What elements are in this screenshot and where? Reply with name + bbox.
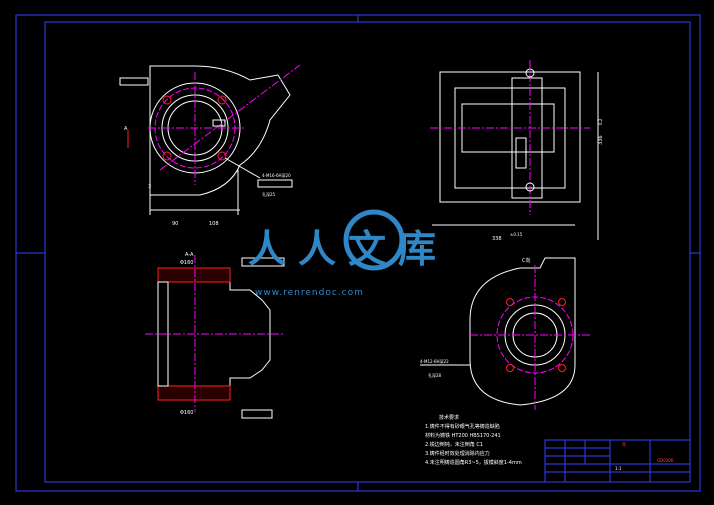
watermark-url: www.renrendoc.com — [255, 288, 364, 298]
tech-note-5: 4.未注明铸造圆角R3~5，拔模斜度1-4mm — [425, 460, 522, 466]
section-label: A-A — [185, 252, 194, 258]
view-tl-dim-left: 90 — [172, 221, 178, 227]
watermark-swirl-icon — [343, 209, 405, 271]
tech-note-1: 1.铸件不得有砂眼气孔等铸造缺陷 — [425, 424, 500, 430]
view-br-label: C向 — [522, 257, 531, 264]
title-block — [544, 439, 691, 483]
view-br-leader-note: 4-M12-6H深22 — [420, 358, 449, 364]
view-tl-depth-note: 孔深25 — [262, 191, 276, 197]
view-tl-leader-note: 4-M16-6H深20 — [262, 172, 291, 178]
inner-frame — [44, 21, 691, 483]
section-dim-top: Φ160 — [180, 260, 193, 266]
view-tr-dim-right: 336 — [598, 135, 604, 145]
tech-note-3: 2.锐边倒钝，未注倒角 C1 — [425, 442, 484, 448]
view-tl-dim-height: 3 — [148, 184, 151, 190]
view-bottom-right — [420, 257, 590, 410]
watermark-logo — [343, 209, 405, 271]
view-br-depth-note: 孔深28 — [428, 372, 442, 378]
section-marker: A — [124, 126, 128, 132]
view-tr-dim-bottom: 338 — [492, 236, 502, 242]
title-block-part-name: 壳 — [622, 442, 626, 447]
view-tr-dim-tol: ±0.15 — [510, 232, 523, 237]
watermark-brand: 人人文库 — [248, 226, 449, 271]
section-dim-bottom: Φ160 — [180, 410, 193, 416]
title-block-drawing-no: GD0306 — [657, 458, 674, 463]
view-section-aa — [145, 255, 285, 419]
view-top-left — [119, 64, 301, 215]
view-top-right — [430, 60, 599, 240]
tech-notes: 技术要求 1.铸件不得有砂眼气孔等铸造缺陷 材料为铸铁 HT200 HBS170… — [425, 414, 522, 468]
view-tl-dim-right: 108 — [209, 221, 219, 227]
view-tr-dim-right-tol: 0.2 — [598, 118, 603, 125]
title-block-scale: 1:1 — [615, 466, 622, 471]
tech-note-2: 材料为铸铁 HT200 HBS170-241 — [425, 433, 501, 439]
tech-note-4: 3.铸件经时效处理消除内应力 — [425, 451, 490, 457]
tech-notes-title: 技术要求 — [439, 415, 460, 421]
